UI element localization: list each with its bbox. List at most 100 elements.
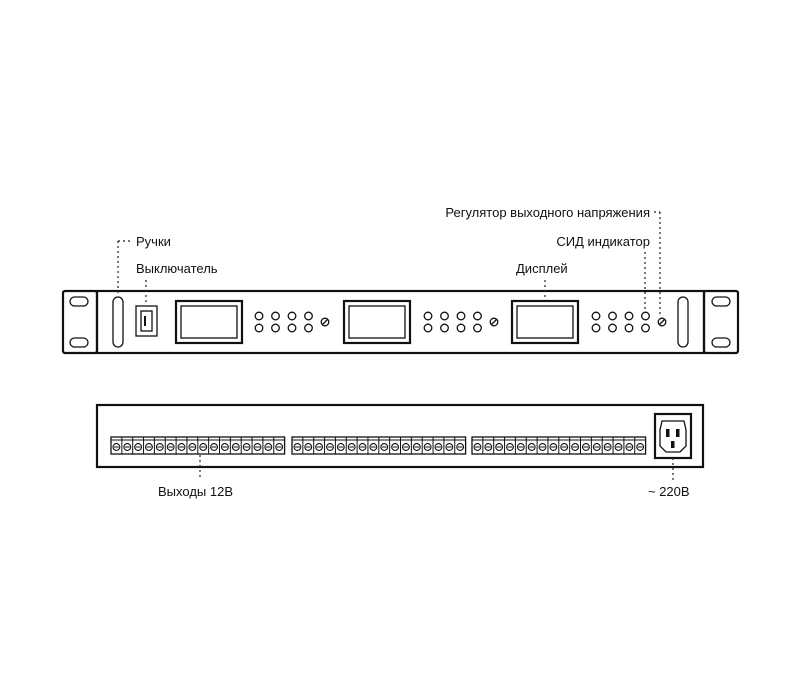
terminal-screw	[293, 443, 302, 451]
terminal-screw	[315, 443, 324, 451]
iec-pin-left	[666, 429, 670, 437]
right-handle	[677, 296, 689, 348]
led	[304, 323, 313, 333]
terminal-screw	[571, 443, 580, 451]
terminal-screw	[155, 443, 164, 451]
led	[473, 323, 482, 333]
led	[423, 311, 433, 321]
terminal-screw	[347, 443, 356, 451]
left-rack-ear	[61, 289, 99, 355]
right-ear-hole-bottom	[711, 337, 731, 348]
terminal-screw	[423, 443, 432, 451]
led	[304, 311, 313, 321]
led	[641, 323, 650, 333]
voltage-regulators	[320, 317, 667, 327]
terminal-screw	[188, 443, 197, 451]
terminal-screw	[358, 443, 367, 451]
terminal-screw	[145, 443, 153, 451]
terminal-screw	[625, 443, 634, 451]
left-ear-hole-bottom	[69, 337, 89, 348]
terminal-screw	[326, 443, 334, 451]
power-switch-rocker	[140, 310, 153, 332]
front-panel-body	[95, 289, 706, 355]
led	[254, 311, 264, 321]
terminal-screw	[177, 443, 186, 451]
iec-pin-earth	[671, 441, 675, 448]
voltage-regulator-knob	[657, 317, 667, 327]
power-switch	[135, 305, 158, 337]
terminal-screw	[581, 443, 590, 451]
led	[473, 311, 482, 321]
terminal-screw	[538, 443, 547, 451]
terminal-screw	[231, 443, 240, 451]
led	[608, 323, 617, 333]
display-1-screen	[180, 305, 238, 339]
label-display: Дисплей	[516, 261, 568, 276]
led	[624, 311, 634, 321]
label-handles: Ручки	[136, 234, 171, 249]
terminal-screw	[401, 443, 410, 451]
led	[624, 323, 634, 333]
terminal-screw	[380, 443, 389, 451]
led	[456, 323, 466, 333]
terminal-screw	[484, 443, 493, 451]
right-rack-ear	[702, 289, 740, 355]
terminal-screw	[210, 443, 219, 451]
label-switch: Выключатель	[136, 261, 218, 276]
terminal-screw	[445, 443, 454, 451]
rear-panel-body	[95, 403, 705, 469]
iec-inlet-socket	[659, 420, 687, 453]
terminal-screw	[434, 443, 443, 451]
led	[287, 311, 297, 321]
terminal-screw	[391, 443, 400, 451]
terminal-screw	[304, 443, 313, 451]
display-2	[342, 299, 412, 345]
led	[591, 311, 601, 321]
terminal-screw	[527, 443, 536, 451]
voltage-regulator-slot	[321, 318, 329, 326]
display-3-screen	[516, 305, 574, 339]
label-led-indicator: СИД индикатор	[556, 234, 650, 249]
left-ear-hole-top	[69, 296, 89, 307]
led	[641, 311, 650, 321]
iec-pin-right	[676, 429, 680, 437]
label-outputs: Выходы 12В	[158, 484, 233, 499]
terminal-screw	[516, 443, 525, 451]
label-voltage-regulator: Регулятор выходного напряжения	[445, 205, 650, 220]
front-panel	[61, 289, 740, 355]
terminal-screw	[336, 443, 345, 451]
terminal-screw	[199, 443, 208, 451]
terminal-screw	[253, 443, 262, 451]
terminal-screw	[636, 443, 645, 451]
led	[423, 323, 433, 333]
led-indicators	[254, 311, 650, 333]
led	[287, 323, 297, 333]
display-1	[174, 299, 244, 345]
terminal-screw	[456, 443, 465, 451]
terminal-screw	[506, 443, 514, 451]
voltage-regulator-slot	[490, 318, 498, 326]
terminal-screw	[473, 443, 482, 451]
terminal-screw	[275, 443, 284, 451]
voltage-regulator-knob	[320, 317, 330, 327]
led	[440, 311, 449, 321]
led	[440, 323, 449, 333]
rear-panel	[95, 403, 705, 469]
terminal-screw	[592, 443, 601, 451]
terminal-screw	[495, 443, 504, 451]
terminal-screw	[369, 443, 378, 451]
led	[271, 323, 280, 333]
right-ear-hole-top	[711, 296, 731, 307]
led	[608, 311, 617, 321]
terminal-screw	[112, 443, 121, 451]
leader-lines	[117, 211, 674, 480]
left-handle	[112, 296, 124, 348]
terminal-screw	[123, 443, 132, 451]
display-2-screen	[348, 305, 406, 339]
terminal-screw	[412, 443, 421, 451]
display-3	[510, 299, 580, 345]
label-mains: ~ 220В	[648, 484, 690, 499]
voltage-regulator-slot	[658, 318, 666, 326]
led	[456, 311, 466, 321]
